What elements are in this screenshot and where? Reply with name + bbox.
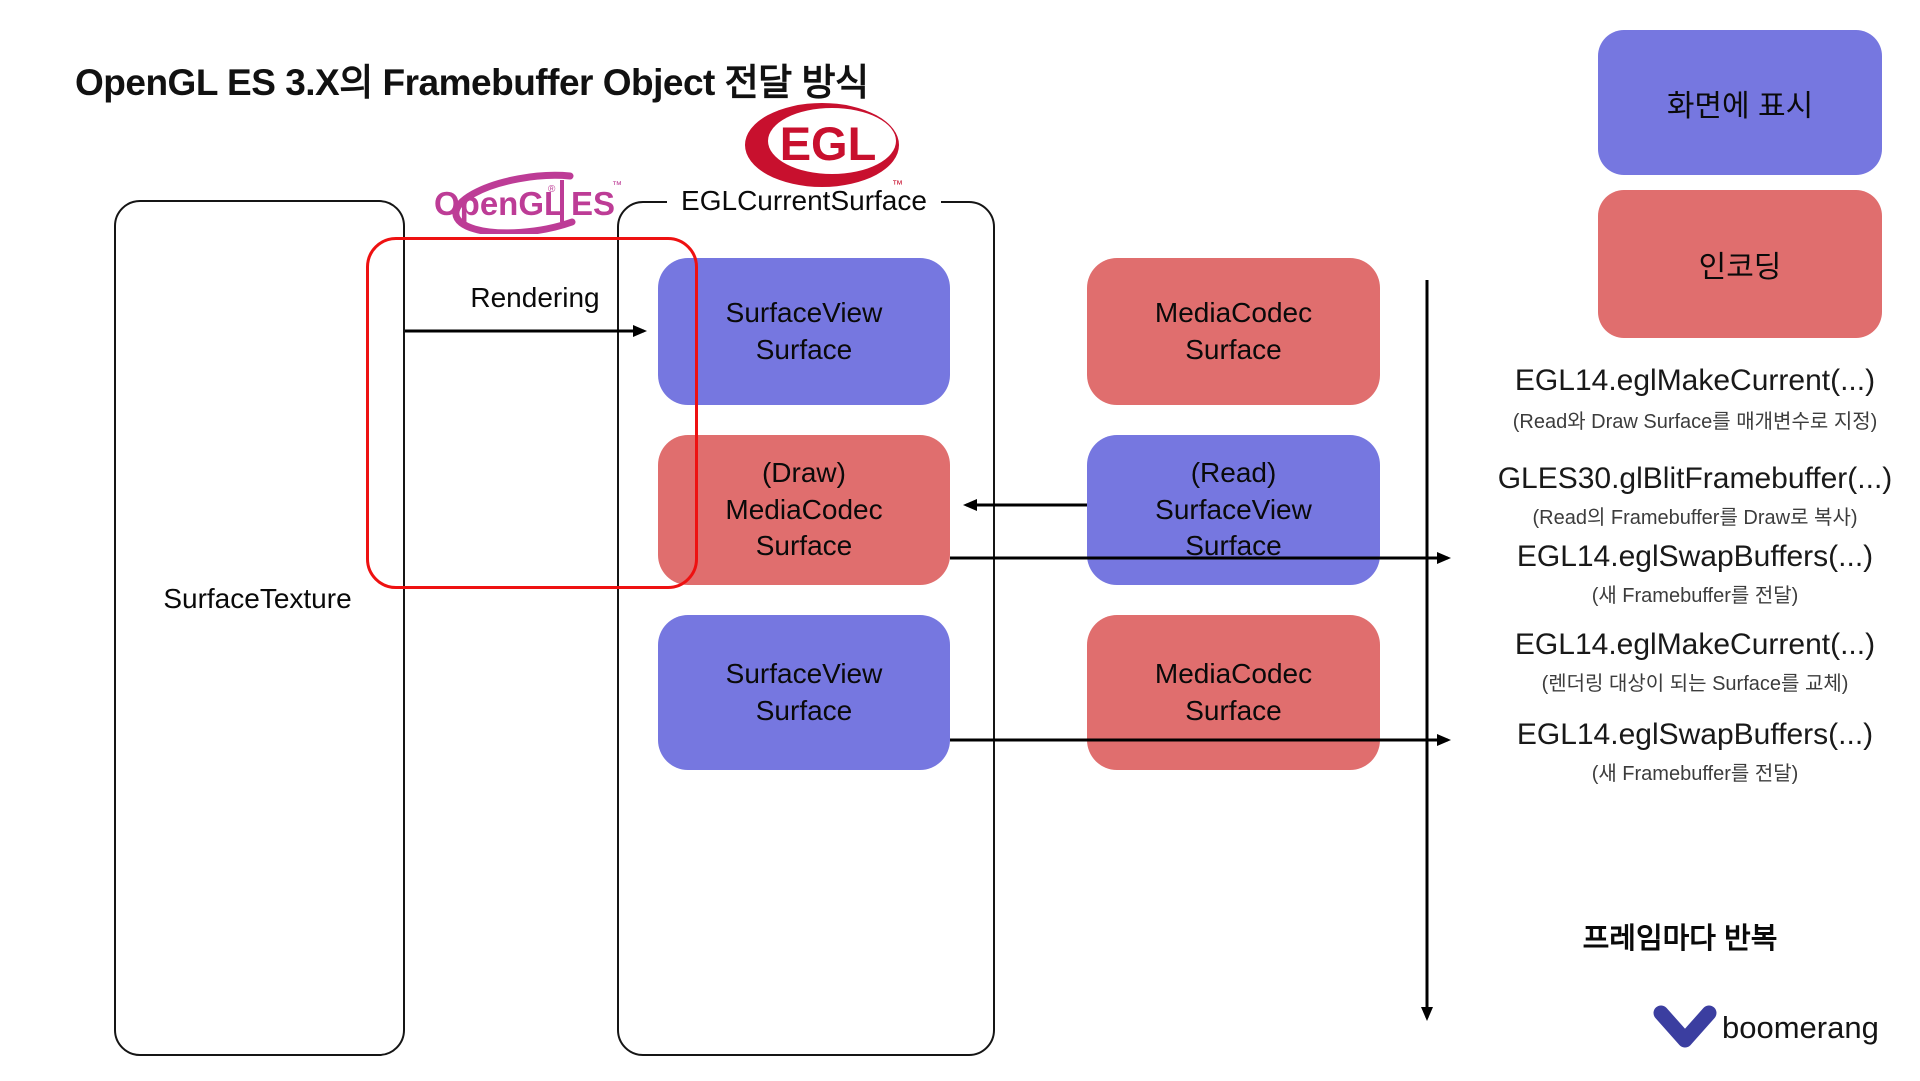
egl-logo-text: EGL [780, 117, 877, 170]
egl-tm-mark: ™ [892, 179, 903, 191]
surface-texture-label: SurfaceTexture [163, 583, 352, 614]
egl-current-surface-label: EGLCurrentSurface [667, 185, 941, 216]
step-5-call: EGL14.eglSwapBuffers(...) [1516, 718, 1874, 751]
opengl-logo-text: OpenGL [434, 185, 564, 222]
brand-logo: boomerang [1652, 1002, 1879, 1054]
node-mediacodec-surface-2: MediaCodec Surface [1087, 615, 1380, 770]
step-1-note: (Read와 Draw Surface를 매개변수로 지정) [1512, 411, 1878, 433]
legend-display-label: 화면에 표시 [1666, 89, 1814, 123]
step-4-call: EGL14.eglMakeCurrent(...) [1514, 628, 1876, 661]
rendering-label: Rendering [470, 282, 600, 313]
step-2-note: (Read의 Framebuffer를 Draw로 복사) [1532, 507, 1858, 529]
opengl-es-text: ES [571, 185, 615, 222]
step-1-call: EGL14.eglMakeCurrent(...) [1514, 364, 1876, 397]
page-title: OpenGL ES 3.X의 Framebuffer Object 전달 방식 [75, 62, 869, 103]
step-3-note: (새 Framebuffer를 전달) [1591, 585, 1799, 607]
boomerang-chevron-icon [1653, 1005, 1717, 1048]
legend-encoding-label: 인코딩 [1698, 251, 1782, 284]
brand-name: boomerang [1722, 1010, 1879, 1045]
repeat-per-frame-label: 프레임마다 반복 [1582, 923, 1778, 955]
legend-encoding-box: 인코딩 [1598, 190, 1882, 338]
step-5-note: (새 Framebuffer를 전달) [1591, 763, 1799, 785]
opengl-reg-mark: ® [548, 184, 556, 195]
opengl-es-logo-icon: OpenGL ® ES ™ [434, 171, 622, 234]
step-3-call: EGL14.eglSwapBuffers(...) [1516, 540, 1874, 573]
egl-current-surface-label-wrap: EGLCurrentSurface [617, 185, 991, 217]
step-4-note: (렌더링 대상이 되는 Surface를 교체) [1541, 673, 1849, 695]
step-2-call: GLES30.glBlitFramebuffer(...) [1497, 462, 1893, 495]
surface-texture-container [114, 200, 405, 1056]
node-mediacodec-surface-1: MediaCodec Surface [1087, 258, 1380, 405]
node-draw-mediacodec-surface: (Draw) MediaCodec Surface [658, 435, 950, 585]
opengl-tm-mark: ™ [612, 180, 622, 191]
legend-display-box: 화면에 표시 [1598, 30, 1882, 175]
egl-logo-icon: EGL ™ [745, 103, 903, 191]
node-surfaceview-surface-1: SurfaceView Surface [658, 258, 950, 405]
node-surfaceview-surface-2: SurfaceView Surface [658, 615, 950, 770]
node-read-surfaceview-surface: (Read) SurfaceView Surface [1087, 435, 1380, 585]
